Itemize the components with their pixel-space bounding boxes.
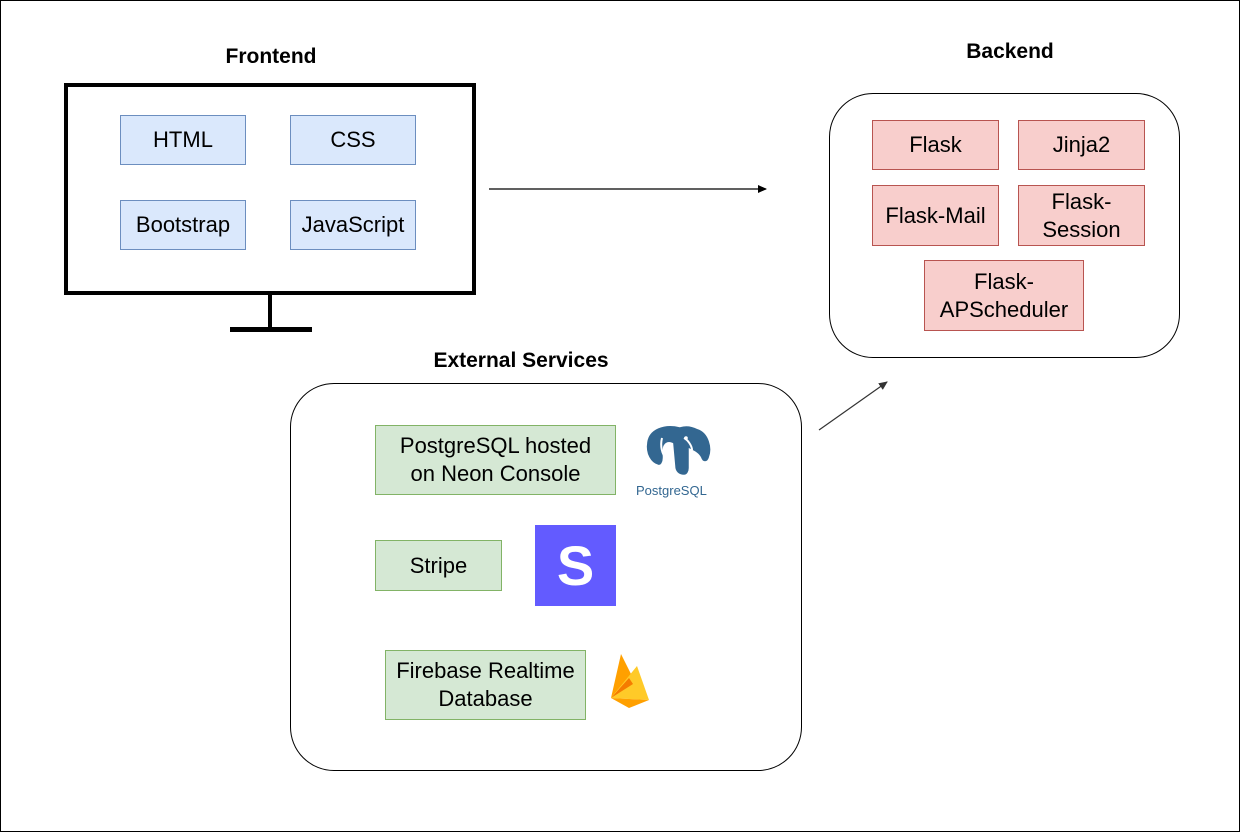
monitor-icon xyxy=(64,83,476,295)
frontend-item-javascript: JavaScript xyxy=(290,200,416,250)
external-item-postgresql: PostgreSQL hosted on Neon Console xyxy=(375,425,616,495)
external-item-firebase: Firebase Realtime Database xyxy=(385,650,586,720)
firebase-logo xyxy=(611,654,649,708)
backend-item-jinja2: Jinja2 xyxy=(1018,120,1145,170)
stripe-logo-letter: S xyxy=(556,533,595,597)
postgresql-logo-label: PostgreSQL xyxy=(636,483,707,498)
arrow-external-to-backend xyxy=(818,381,888,431)
backend-item-flask-mail: Flask-Mail xyxy=(872,185,999,246)
frontend-item-css: CSS xyxy=(290,115,416,165)
backend-item-flask-session: Flask- Session xyxy=(1018,185,1145,246)
stripe-logo: S xyxy=(535,525,616,606)
external-item-stripe: Stripe xyxy=(375,540,502,591)
backend-title: Backend xyxy=(966,40,1054,63)
external-title: External Services xyxy=(433,349,609,372)
backend-item-flask: Flask xyxy=(872,120,999,170)
monitor-stand xyxy=(268,295,272,329)
monitor-base xyxy=(230,327,312,332)
frontend-item-html: HTML xyxy=(120,115,246,165)
backend-container xyxy=(829,93,1180,358)
postgresql-logo xyxy=(644,423,713,478)
frontend-title: Frontend xyxy=(225,45,317,68)
frontend-item-bootstrap: Bootstrap xyxy=(120,200,246,250)
backend-item-flask-apscheduler: Flask- APScheduler xyxy=(924,260,1084,331)
external-container xyxy=(290,383,802,771)
